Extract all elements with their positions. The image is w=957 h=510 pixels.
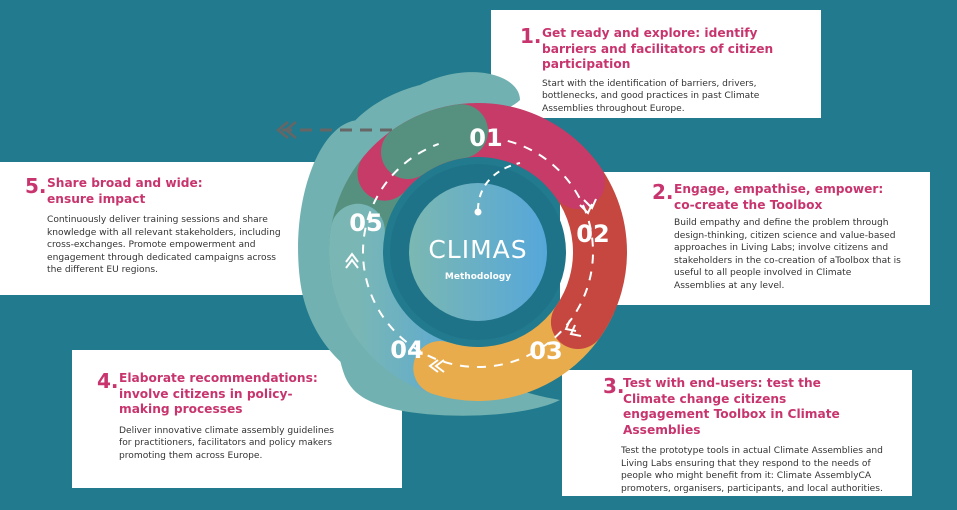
ring-segment-05-cap [381, 104, 489, 180]
step-4: 4. Elaborate recommendations: involve ci… [97, 371, 397, 462]
step-3-card [562, 370, 912, 496]
step-5-text: Continuously deliver training sessions a… [47, 215, 281, 276]
step-3-title: Test with end-users: test the Climate ch… [623, 376, 840, 437]
step-5-card [0, 162, 320, 295]
step-3-text: Test the prototype tools in actual Clima… [621, 446, 883, 494]
ring-label-04: 04 [390, 336, 423, 364]
ring-label-05: 05 [349, 209, 382, 237]
step-1-card [491, 10, 821, 118]
step-4-number: 4. [97, 369, 119, 393]
step-3: 3. Test with end-users: test the Climate… [603, 376, 903, 495]
ring-label-01: 01 [469, 124, 502, 152]
step-1: 1. Get ready and explore: identify barri… [520, 26, 810, 115]
step-4-text: Deliver innovative climate assembly guid… [119, 425, 334, 461]
step-1-number: 1. [520, 24, 542, 48]
step-2-number: 2. [652, 180, 674, 204]
cycle-dashed-path [362, 139, 594, 368]
start-dashed-line [477, 162, 521, 211]
step-2-text: Build empathy and define the problem thr… [674, 218, 901, 291]
start-dot [474, 208, 482, 216]
dashed-cycle-line [362, 139, 594, 368]
center-title: CLIMAS [428, 235, 527, 264]
chevron-icons [345, 198, 597, 373]
step-1-title: Get ready and explore: identify barriers… [542, 26, 774, 71]
chevron-left-icon [428, 359, 445, 373]
step-4-title: Elaborate recommendations: involve citiz… [119, 371, 318, 416]
chevron-up-icon [345, 252, 359, 269]
ring-label-02: 02 [576, 220, 609, 248]
chevron-down-icon [579, 198, 597, 215]
step-2: 2. Engage, empathise, empower: co-create… [652, 182, 922, 293]
chevron-down-left-icon [564, 319, 582, 337]
step-5: 5. Share broad and wide: ensure impact C… [25, 176, 310, 277]
step-1-text: Start with the identification of barrier… [542, 78, 760, 114]
center-subtitle: Methodology [445, 272, 511, 282]
step-5-number: 5. [25, 174, 47, 198]
step-3-number: 3. [603, 374, 625, 398]
step-2-title: Engage, empathise, empower: co-create th… [674, 182, 884, 212]
return-arrow-head-icon [275, 121, 297, 139]
center-circle [409, 183, 547, 321]
step-5-title: Share broad and wide: ensure impact [47, 176, 203, 206]
ring-label-03: 03 [529, 337, 562, 365]
